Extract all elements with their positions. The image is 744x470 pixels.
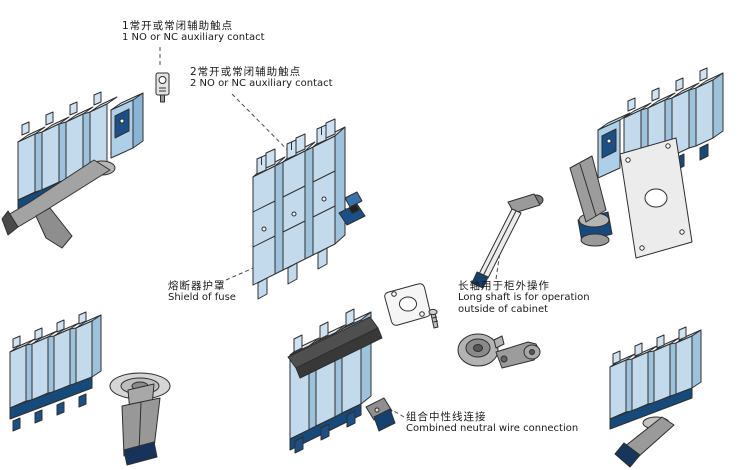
- twist-handle: [569, 155, 613, 247]
- bottom-terminals: [294, 410, 356, 454]
- fixing-screw: [428, 308, 439, 329]
- label-long-shaft-en1: Long shaft is for operation: [458, 292, 590, 303]
- pole: [75, 320, 93, 385]
- pole: [609, 359, 627, 420]
- label-aux2-en: 2 NO or NC auxiliary contact: [190, 78, 333, 89]
- terminal-strip: [609, 387, 693, 430]
- switch-body: [17, 91, 144, 211]
- lever-handle: [614, 416, 675, 468]
- label-fuse-shield-en: Shield of fuse: [168, 292, 236, 303]
- pole: [282, 150, 306, 271]
- body-side-face: [334, 126, 346, 245]
- label-aux1-cn: 1常开或常闭辅助触点: [122, 20, 234, 32]
- handle-grip-tip: [614, 442, 641, 468]
- pole: [41, 123, 60, 191]
- rotary-handle: [109, 372, 171, 466]
- label-aux1: 1常开或常闭辅助触点 1 NO or NC auxiliary contact: [122, 20, 265, 44]
- pole: [31, 336, 49, 401]
- actuator-housing: [110, 92, 144, 159]
- handle-lever: [495, 341, 541, 369]
- pole: [631, 351, 649, 412]
- label-aux2: 2常开或常闭辅助触点 2 NO or NC auxiliary contact: [190, 66, 333, 90]
- escutcheon-plate: [384, 283, 431, 326]
- pole: [695, 79, 714, 147]
- rotary-knob: [457, 333, 505, 367]
- label-fuse-shield-cn: 熔断器护罩: [168, 280, 226, 292]
- label-neutral-cn: 组合中性线连接: [406, 411, 487, 423]
- label-aux2-cn: 2常开或常闭辅助触点: [190, 66, 302, 78]
- switch-body: [252, 118, 366, 300]
- pole: [653, 343, 671, 404]
- label-neutral-en: Combined neutral wire connection: [406, 423, 579, 434]
- center-switch-unit: [252, 118, 366, 300]
- pole: [312, 135, 336, 256]
- switch-top-right: [569, 67, 724, 259]
- label-long-shaft-cn: 长轴用于柜外操作: [458, 280, 550, 292]
- terminal-strip: [9, 376, 93, 420]
- pole: [89, 103, 108, 171]
- leader-neutral: [391, 409, 405, 418]
- pole: [675, 335, 693, 396]
- mounting-plate: [619, 137, 693, 259]
- accessory-parts: [384, 283, 541, 369]
- fuse-shield-cover: [287, 316, 383, 379]
- bottom-terminals: [12, 393, 87, 432]
- shaft-coupling-tip: [471, 271, 489, 289]
- bottom-terminals: [257, 247, 328, 300]
- label-aux1-en: 1 NO or NC auxiliary contact: [122, 32, 265, 43]
- top-terminal-forks: [12, 311, 87, 349]
- label-fuse-shield: 熔断器护罩 Shield of fuse: [168, 280, 236, 304]
- label-neutral: 组合中性线连接 Combined neutral wire connection: [406, 411, 578, 435]
- pole: [252, 165, 276, 286]
- top-terminal-forks: [21, 91, 102, 136]
- switch-body: [287, 308, 383, 454]
- label-long-shaft: 长轴用于柜外操作 Long shaft is for operation out…: [458, 280, 590, 316]
- top-terminal-forks: [612, 326, 687, 365]
- top-terminal-forks: [627, 67, 708, 112]
- label-long-shaft-en2: outside of cabinet: [458, 304, 549, 315]
- switch-body: [9, 311, 102, 432]
- long-shaft: [471, 193, 544, 289]
- actuator-housing: [597, 112, 631, 179]
- top-terminal-forks: [256, 118, 336, 175]
- switch-bottom-center: [287, 308, 396, 454]
- pole: [17, 133, 36, 201]
- aux-contact-mount: [338, 191, 366, 226]
- neutral-link: [365, 397, 396, 432]
- switch-bottom-left: [9, 311, 171, 466]
- handle-grip-tip: [1, 210, 19, 236]
- top-terminal-forks: [293, 308, 355, 353]
- pole: [53, 328, 71, 393]
- pole: [9, 344, 27, 409]
- switch-top-left: [1, 91, 144, 249]
- handle-grip-tip: [123, 441, 158, 466]
- rotary-handle: [1, 159, 116, 249]
- switch-body: [609, 326, 702, 430]
- switch-bottom-right: [609, 326, 702, 468]
- aux-contact-icon: [155, 72, 170, 103]
